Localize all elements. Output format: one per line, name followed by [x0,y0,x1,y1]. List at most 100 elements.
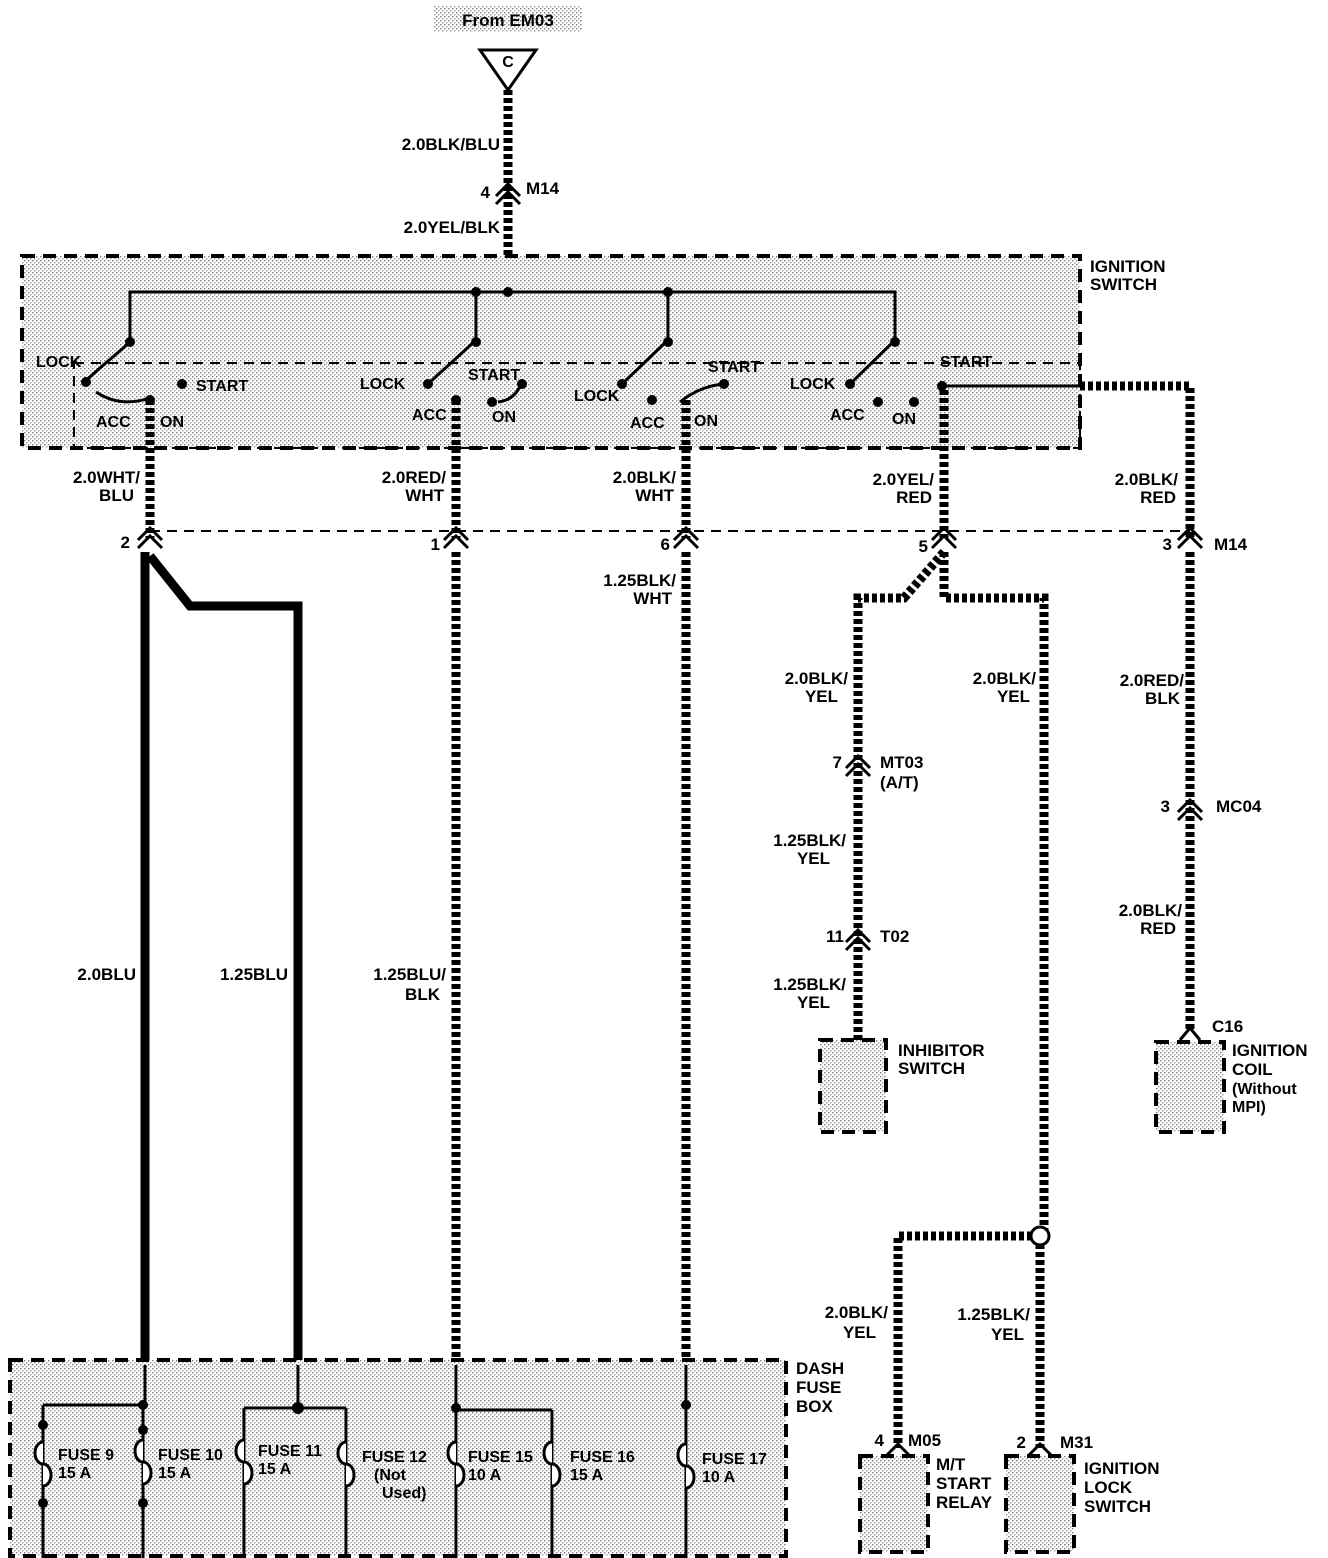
sw4-acc: ACC [830,407,865,424]
sw1-acc: ACC [96,414,131,431]
label-y2a: 2.0BLK/ [973,669,1037,688]
label-blu-blk-2: BLK [405,985,441,1004]
m05-label-1: M/T [936,1455,966,1474]
fuse-16-name: FUSE 16 [570,1449,635,1466]
title: From EM03 [462,11,554,30]
label-y4b: YEL [797,993,830,1012]
label-blk-wht-c2: WHT [633,589,672,608]
sw2-acc: ACC [412,407,447,424]
pin-6: 6 [661,535,670,554]
pin-5: 5 [919,537,928,556]
fuse-12-rating: (Not [374,1467,407,1484]
c16-label-4: MPI) [1232,1099,1266,1116]
m31-label-1: IGNITION [1084,1459,1160,1478]
m14-top-name: M14 [526,179,560,198]
inhibitor-switch-box [818,1038,888,1134]
fuse-elements [33,1438,696,1490]
mt03-sub: (A/T) [880,773,919,792]
sw4-lock: LOCK [790,376,836,393]
label-red-wht-1: 2.0RED/ [382,468,447,487]
pin-2: 2 [121,533,130,552]
splice-point [1029,1225,1051,1247]
ignition-switch-box [20,254,1082,450]
sw3-on: ON [694,413,718,430]
t02-symbol [844,927,872,952]
m14-top-pin: 4 [481,183,491,202]
label-wht-blu-1: 2.0WHT/ [73,468,140,487]
c16-label-3: (Without [1232,1081,1297,1098]
wire-blk-yel-splice [939,552,1049,1236]
label-red-wht-2: WHT [405,486,444,505]
label-y4a: 1.25BLK/ [773,975,846,994]
switch-2-blade [426,338,478,386]
label-y6b: YEL [991,1325,1024,1344]
fuse-junction-dots [38,1400,691,1508]
m05-label-3: RELAY [936,1493,993,1512]
label-blu-blk-1: 1.25BLU/ [373,965,446,984]
fuse-17-rating: 10 A [702,1469,736,1486]
sw3-start: START [708,359,760,376]
mc04-name: MC04 [1216,797,1262,816]
m05-pin: 4 [875,1431,885,1450]
m31-name: M31 [1060,1433,1093,1452]
switch-4-blade [848,338,897,386]
sw2-lock: LOCK [360,376,406,393]
mt03-name: MT03 [880,753,923,772]
sw1-start: START [196,378,248,395]
fuse-10-name: FUSE 10 [158,1447,223,1464]
label-y5b: YEL [843,1323,876,1342]
label-rb2: BLK [1145,689,1181,708]
label-y3b: YEL [797,849,830,868]
c16-name: C16 [1212,1017,1243,1036]
switch-1-blade [83,340,131,384]
label-br1: 2.0BLK/ [1119,901,1183,920]
mt03-symbol [844,753,872,778]
fuse-12-extra: Used) [382,1485,426,1502]
fuse-17-name: FUSE 17 [702,1451,767,1468]
wire-blk-yel-m05 [893,1231,1040,1448]
label-y5a: 2.0BLK/ [825,1303,889,1322]
ignition-lock-switch-box [1004,1454,1076,1554]
fuse-12-name: FUSE 12 [362,1449,427,1466]
m05-label-2: START [936,1474,992,1493]
fuse-9-name: FUSE 9 [58,1447,114,1464]
c16-label-2: COIL [1232,1060,1273,1079]
wire-label-blk-blu: 2.0BLK/BLU [402,135,500,154]
label-y6a: 1.25BLK/ [957,1305,1030,1324]
mc04-pin: 3 [1161,797,1170,816]
label-1-25-blu: 1.25BLU [220,965,288,984]
fuse-16-rating: 15 A [570,1467,604,1484]
label-blk-wht-1: 2.0BLK/ [613,468,677,487]
mt03-pin: 7 [833,753,842,772]
m31-label-3: SWITCH [1084,1497,1151,1516]
dash-fuse-box-label-2: FUSE [796,1378,841,1397]
pin-1: 1 [431,535,440,554]
pin-3: 3 [1163,535,1172,554]
m05-name: M05 [908,1431,941,1450]
ignition-switch-label-1: IGNITION [1090,257,1166,276]
label-y3a: 1.25BLK/ [773,831,846,850]
sw1-on: ON [160,414,184,431]
fuse-15-name: FUSE 15 [468,1449,533,1466]
m14-label: M14 [1214,535,1248,554]
label-wht-blu-2: BLU [99,486,134,505]
sw1-lock: LOCK [36,354,82,371]
title-shade [434,6,582,32]
sw4-start: START [940,354,992,371]
fuse-9-rating: 15 A [58,1465,92,1482]
dash-fuse-box-label-1: DASH [796,1359,844,1378]
label-yel-red-1: 2.0YEL/ [873,470,935,489]
label-rb1: 2.0RED/ [1120,671,1185,690]
switch-3-blade [620,338,670,386]
label-y1b: YEL [805,687,838,706]
mc04-symbol [1176,797,1204,822]
connector-m14-top-symbol [494,181,522,198]
fuse-11-rating: 15 A [258,1461,292,1478]
fuse-15-rating: 10 A [468,1467,502,1484]
sw4-on: ON [892,411,916,428]
label-y1a: 2.0BLK/ [785,669,849,688]
label-blk-wht-2: WHT [635,486,674,505]
sw2-start: START [468,367,520,384]
label-y2b: YEL [997,687,1030,706]
